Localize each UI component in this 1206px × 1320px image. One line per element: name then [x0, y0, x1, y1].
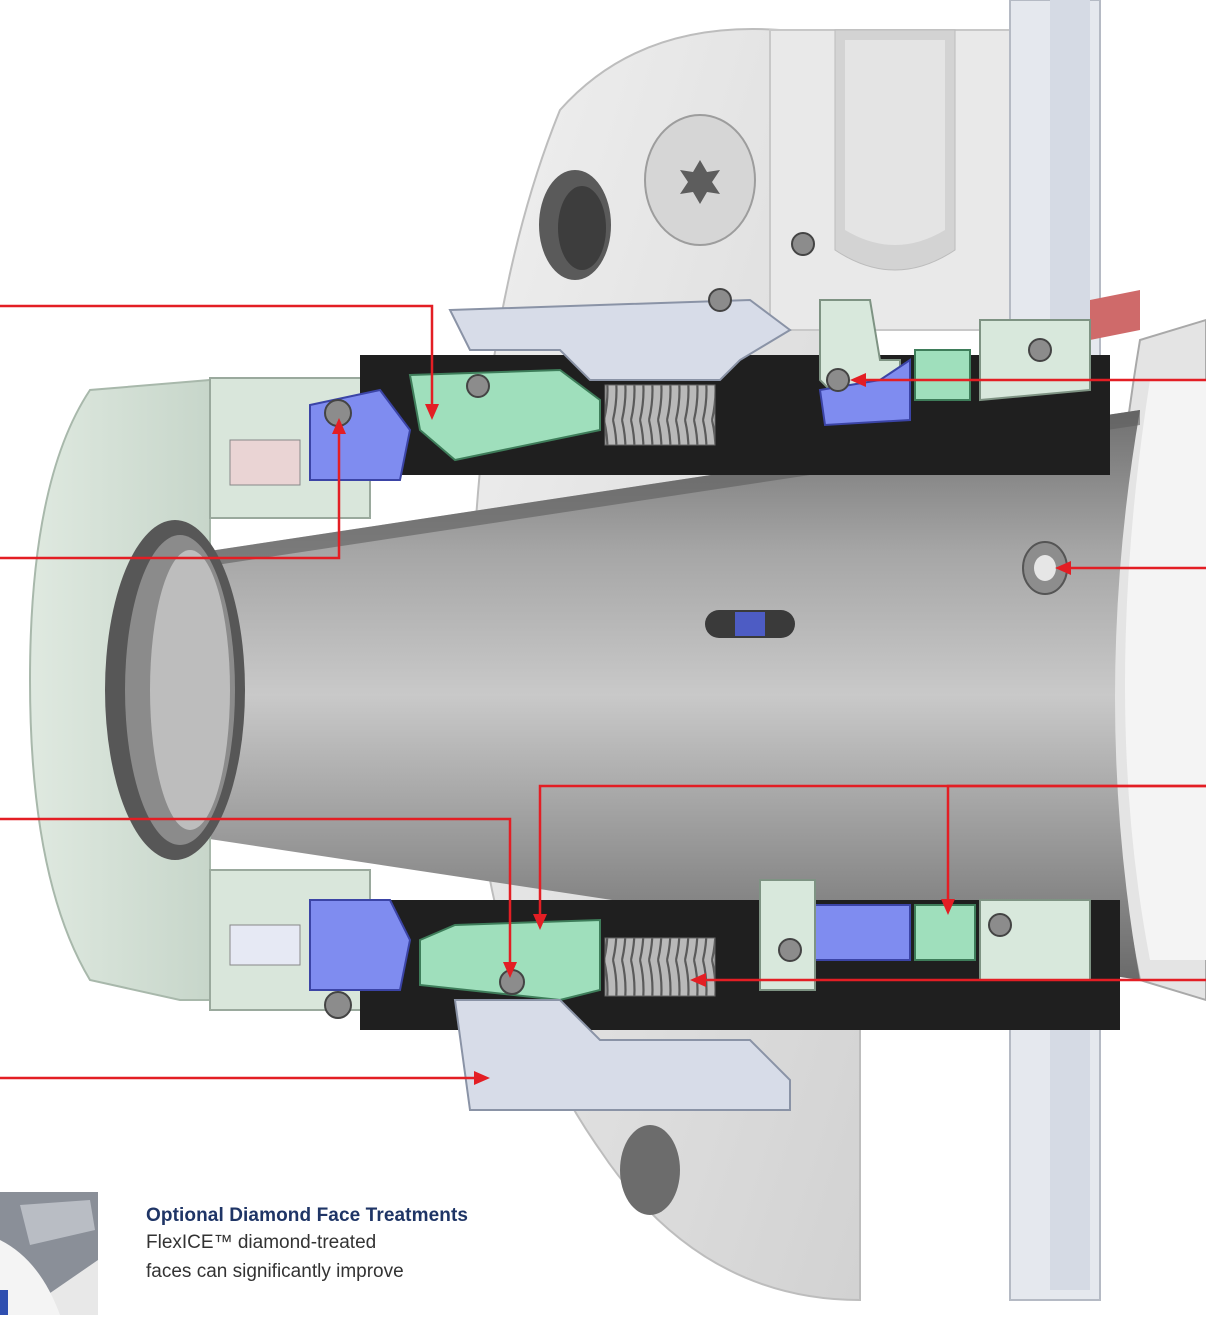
- lower-port-hole: [620, 1125, 680, 1215]
- thumbnail-photo: [0, 1192, 98, 1315]
- leader-lower-o-ring: [0, 817, 512, 968]
- spring-icon: [604, 384, 716, 446]
- lower-stationary-elastomer: [814, 904, 911, 961]
- upper-stationary-face: [914, 349, 971, 401]
- leader-rotary-face: [0, 304, 434, 410]
- callout-line-2: faces can significantly improve: [146, 1261, 404, 1282]
- callout-line-1: FlexICE™ diamond-treated: [146, 1232, 377, 1253]
- lower-stationary-face: [914, 904, 976, 961]
- set-screw-icon: [229, 439, 301, 486]
- callout-title: Optional Diamond Face Treatments: [146, 1205, 469, 1226]
- lower-elastomer: [309, 899, 412, 991]
- leader-arrowheads: [332, 373, 1071, 1085]
- red-clip: [1090, 290, 1140, 340]
- callout-leaders: [0, 304, 1206, 1080]
- lower-seal-assembly: [229, 879, 1120, 1111]
- lower-gland-ring: [453, 999, 791, 1111]
- sleeve-right-end: [1090, 290, 1206, 1002]
- upper-seal-assembly: [229, 232, 1110, 486]
- upper-rotary-face: [408, 368, 601, 462]
- diamond-treatment-callout: Optional Diamond Face Treatments FlexICE…: [146, 1204, 476, 1286]
- front-collar: [28, 377, 371, 1011]
- leader-o-ring: [0, 425, 341, 560]
- leader-lower-stationary-face: [946, 784, 1206, 905]
- upper-gland-ring: [448, 298, 792, 381]
- upper-stationary-elastomer: [818, 358, 911, 427]
- torx-screw-icon: [644, 114, 756, 246]
